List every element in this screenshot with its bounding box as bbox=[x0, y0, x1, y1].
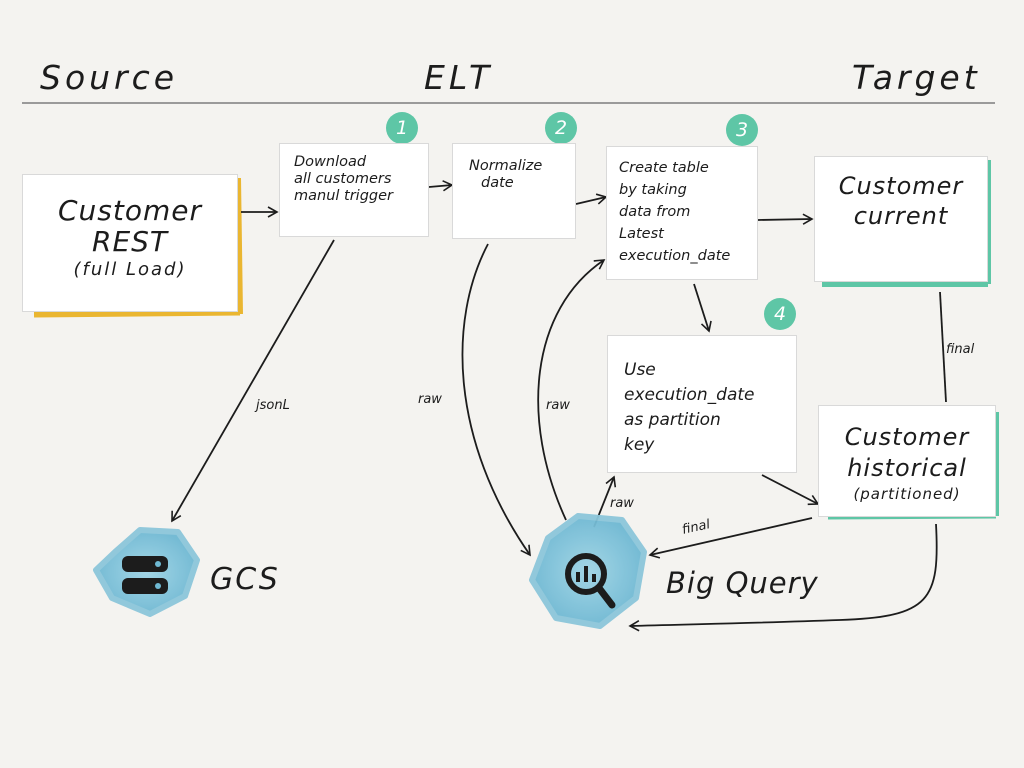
step-3-line: Latest bbox=[619, 226, 664, 242]
step-2-line: Normalize bbox=[469, 158, 543, 174]
gcs-server-light-1 bbox=[155, 561, 161, 567]
edge-label-raw: raw bbox=[418, 392, 442, 407]
gcs-server-top bbox=[122, 556, 168, 572]
arrow-historical-to-bigquery bbox=[648, 517, 813, 559]
edge-label-jsonl: jsonL bbox=[256, 398, 290, 413]
step-3-line: Create table bbox=[619, 160, 709, 176]
arrow-step1-to-gcs bbox=[171, 239, 335, 523]
source-accent-bottom bbox=[33, 308, 241, 318]
step-1-box: Download all customers manul trigger bbox=[279, 143, 429, 237]
header-source: Source bbox=[40, 58, 179, 97]
historical-title-line3: (partitioned) bbox=[853, 485, 961, 503]
historical-title-line1: Customer bbox=[844, 423, 970, 451]
bigquery-label: Big Query bbox=[666, 566, 819, 600]
arrow-step2-to-bigquery bbox=[461, 243, 531, 557]
arrow-bigquery-to-step3 bbox=[537, 259, 606, 521]
arrow-step3-to-current bbox=[757, 213, 814, 225]
step-3-line: execution_date bbox=[619, 248, 731, 264]
current-title-line2: current bbox=[853, 202, 949, 230]
source-title-line3: (full Load) bbox=[73, 259, 187, 280]
step-4-box: Use execution_date as partition key bbox=[607, 335, 797, 473]
header-elt: ELT bbox=[424, 58, 494, 97]
step-1-badge: 1 bbox=[386, 112, 418, 144]
bigquery-magnifier-handle bbox=[595, 584, 616, 609]
bigquery-magnifier-ring bbox=[565, 553, 607, 595]
gcs-server-light-2 bbox=[155, 583, 161, 589]
source-accent-right bbox=[235, 177, 243, 315]
target-customer-historical-box: Customer historical (partitioned) bbox=[818, 405, 996, 517]
step-3-box: Create table by taking data from Latest … bbox=[606, 146, 758, 280]
gcs-server-bottom bbox=[122, 578, 168, 594]
step-4-line: Use bbox=[624, 360, 656, 380]
step-1-line: all customers bbox=[294, 171, 392, 187]
step-1-line: manul trigger bbox=[294, 188, 393, 204]
step-1-line: Download bbox=[294, 154, 367, 170]
arrow-historical-bottom-to-bigquery bbox=[628, 523, 938, 632]
arrow-step1-to-step2 bbox=[428, 180, 454, 192]
source-title-line1: Customer bbox=[57, 194, 202, 227]
step-4-badge: 4 bbox=[764, 298, 796, 330]
step-2-line: date bbox=[481, 175, 514, 191]
current-title-line1: Customer bbox=[838, 172, 964, 200]
step-4-line: execution_date bbox=[624, 385, 755, 405]
source-title-line2: REST bbox=[91, 225, 169, 258]
arrow-step2-to-step3 bbox=[575, 193, 608, 205]
source-customer-rest-box: Customer REST (full Load) bbox=[22, 174, 238, 312]
step-4-line: as partition bbox=[624, 410, 721, 430]
gcs-label: GCS bbox=[210, 562, 280, 597]
target-customer-current-box: Customer current bbox=[814, 156, 988, 282]
arrow-step3-to-step4 bbox=[693, 283, 712, 333]
arrow-current-to-historical bbox=[939, 291, 947, 403]
arrow-step4-to-historical bbox=[761, 474, 820, 506]
header-target: Target bbox=[852, 58, 981, 97]
edge-label-final: final bbox=[946, 342, 975, 357]
step-2-badge: 2 bbox=[545, 112, 577, 144]
step-3-line: data from bbox=[619, 204, 691, 220]
historical-title-line2: historical bbox=[847, 454, 967, 482]
edge-label-raw: raw bbox=[610, 496, 634, 511]
step-2-box: Normalize date bbox=[452, 143, 576, 239]
step-3-line: by taking bbox=[619, 182, 687, 198]
step-3-badge: 3 bbox=[726, 114, 758, 146]
step-4-line: key bbox=[624, 435, 655, 455]
edge-label-raw: raw bbox=[546, 398, 570, 413]
